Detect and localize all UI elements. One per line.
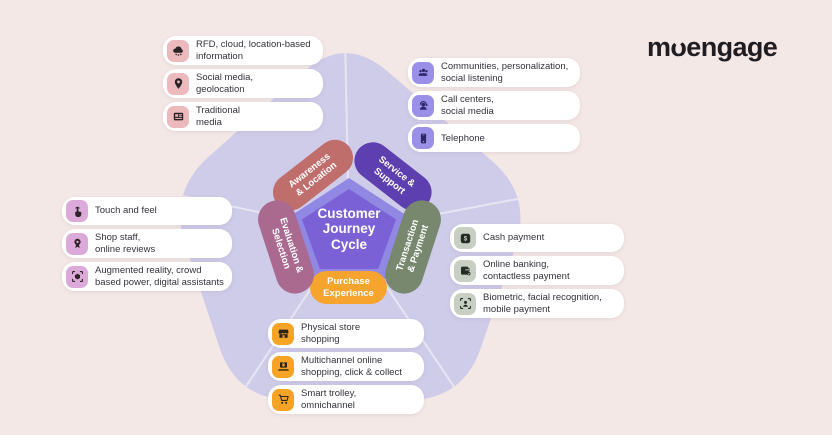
community-people-icon	[412, 61, 434, 84]
callout-text: Social media,geolocation	[196, 72, 254, 95]
location-pin-icon	[167, 72, 189, 95]
store-icon	[272, 322, 294, 345]
list-item: Communities, personalization,social list…	[408, 58, 580, 88]
list-item: Telephone	[408, 124, 580, 153]
callout-text: Telephone	[441, 132, 485, 144]
callout-text: Call centers,social media	[441, 94, 494, 117]
list-item: Biometric, facial recognition,mobile pay…	[450, 289, 624, 319]
call-center-agent-icon	[412, 94, 434, 117]
touch-icon	[66, 200, 88, 222]
svg-text:$: $	[463, 235, 467, 242]
online-banking-icon	[454, 259, 476, 282]
callout-text: Biometric, facial recognition,mobile pay…	[483, 292, 602, 315]
callout-text: Communities, personalization,social list…	[441, 61, 569, 84]
center-line-2: Journey	[322, 221, 376, 237]
award-icon	[66, 232, 88, 255]
ar-cube-icon	[66, 265, 88, 288]
callout-text: Online banking,contactless payment	[483, 259, 570, 282]
list-item: Online banking,contactless payment	[450, 256, 624, 286]
service-callout-group: Communities, personalization,social list…	[408, 58, 580, 153]
cloud-location-icon	[167, 39, 189, 62]
list-item: Social media,geolocation	[163, 69, 323, 99]
newspaper-icon	[167, 105, 189, 128]
moengage-logo-text: moengage	[647, 32, 778, 62]
laptop-shopping-icon	[272, 355, 294, 378]
callout-text: Cash payment	[483, 232, 545, 244]
evaluation-callout-group: Touch and feel Shop staff,online reviews…	[62, 197, 232, 292]
callout-text: Shop staff,online reviews	[95, 232, 156, 255]
cash-icon: $	[454, 227, 476, 249]
moengage-logo: moengage	[647, 32, 778, 62]
center-line-1: Customer	[317, 205, 381, 221]
list-item: Call centers,social media	[408, 91, 580, 121]
face-scan-icon	[454, 292, 476, 315]
callout-text: Touch and feel	[95, 205, 157, 217]
list-item: Shop staff,online reviews	[62, 229, 232, 259]
cart-icon	[272, 388, 294, 411]
center-line-3: Cycle	[330, 236, 368, 252]
list-item: $ Cash payment	[450, 224, 624, 252]
stage-pill-purchase-experience: Purchase Experience	[310, 271, 387, 304]
callout-text: Smart trolley,omnichannel	[301, 388, 357, 411]
transaction-callout-group: $ Cash payment Online banking,contactles…	[450, 224, 624, 319]
telephone-icon	[412, 127, 434, 150]
list-item: Smart trolley,omnichannel	[268, 385, 424, 415]
list-item: Touch and feel	[62, 197, 232, 225]
